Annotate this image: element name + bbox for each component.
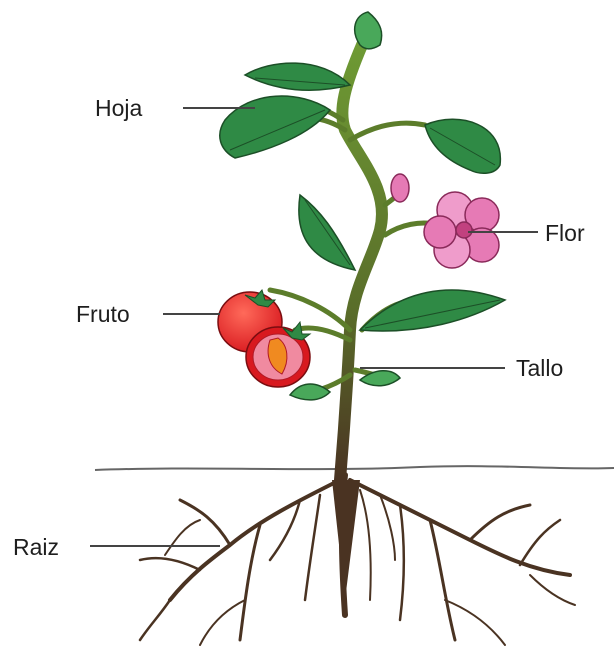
flower [424,192,499,268]
ground-line [95,466,614,470]
label-tallo: Tallo [516,355,563,381]
label-flor: Flor [545,220,585,246]
taproot [332,480,360,600]
label-fruto: Fruto [76,301,130,327]
label-raiz: Raiz [13,534,59,560]
roots [140,475,575,645]
fruit [218,290,310,387]
label-hoja: Hoja [95,95,143,121]
flower-bud [391,174,409,202]
